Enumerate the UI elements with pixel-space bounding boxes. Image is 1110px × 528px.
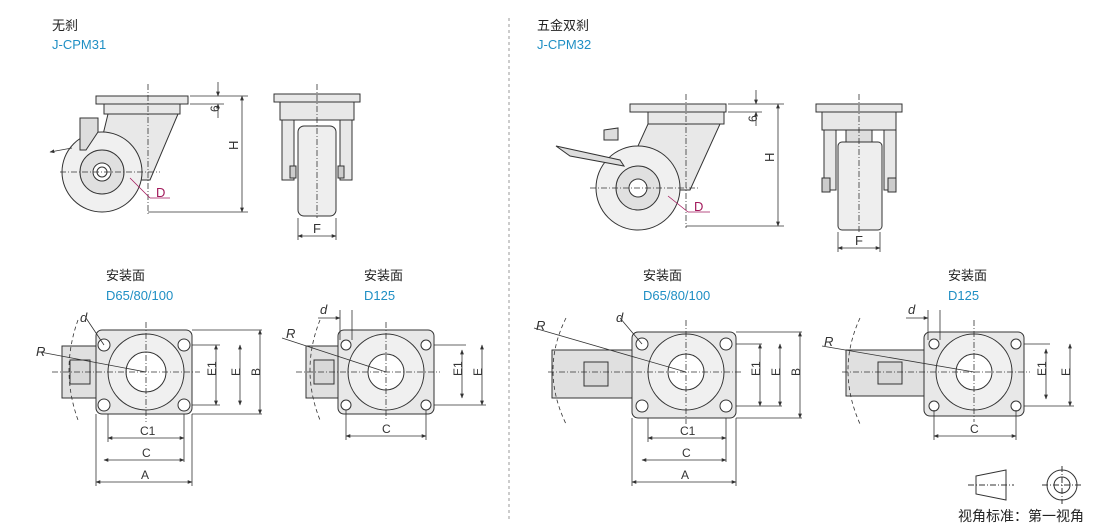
right-model: J-CPM32 xyxy=(537,37,592,52)
left-dim-h: H xyxy=(226,141,241,150)
left-mount-small-dims xyxy=(39,317,262,486)
right-dim-e: E xyxy=(769,368,783,376)
left-large-dim-c: C xyxy=(382,422,391,436)
left-dim-a: A xyxy=(141,468,149,482)
right-dim-d: D xyxy=(694,199,703,214)
right-dim-f: F xyxy=(855,233,863,248)
first-angle-projection-icon xyxy=(968,466,1082,504)
right-dim-d-small: d xyxy=(616,310,624,325)
right-mount-small-dims xyxy=(533,317,802,486)
left-side-view xyxy=(61,95,189,213)
right-dim-h: H xyxy=(762,153,777,162)
right-mount-small-drawing xyxy=(551,331,737,419)
left-dim-r: R xyxy=(36,344,45,359)
right-front-view xyxy=(815,103,903,231)
left-large-dim-r: R xyxy=(286,326,295,341)
left-dim-d: D xyxy=(156,185,165,200)
right-mount-large-sizes: D125 xyxy=(948,288,980,303)
right-dim-c1: C1 xyxy=(680,424,696,438)
left-dim-b: B xyxy=(249,368,263,376)
left-large-dim-e1: E1 xyxy=(451,361,465,376)
left-large-dim-d: d xyxy=(320,302,328,317)
right-side-dims xyxy=(590,90,784,228)
right-large-dim-c: C xyxy=(970,422,979,436)
right-large-dim-e: E xyxy=(1059,368,1073,376)
right-dim-e1: E1 xyxy=(749,361,763,376)
left-dim-e: E xyxy=(229,368,243,376)
right-front-dims xyxy=(837,94,881,252)
left-mount-large-dims xyxy=(281,310,486,440)
right-dim-a: A xyxy=(681,468,689,482)
left-mount-small-title: 安装面 xyxy=(106,268,146,283)
right-dim-b: B xyxy=(789,368,803,376)
right-large-dim-e1: E1 xyxy=(1035,361,1049,376)
right-large-dim-d: d xyxy=(908,302,916,317)
right-mount-small-sizes: D65/80/100 xyxy=(643,288,711,303)
left-mount-small-sizes: D65/80/100 xyxy=(106,288,174,303)
right-mount-large-title: 安装面 xyxy=(948,268,988,283)
right-mount-large-drawing xyxy=(845,331,1025,417)
left-large-dim-e: E xyxy=(471,368,485,376)
right-dim-r: R xyxy=(536,318,545,333)
left-dim-c1: C1 xyxy=(140,424,156,438)
left-mount-large-title: 安装面 xyxy=(364,268,404,283)
right-title: 五金双刹 xyxy=(537,18,590,33)
view-standard-label: 视角标准：第一视角 xyxy=(958,508,1084,524)
left-dim-d-small: d xyxy=(80,310,88,325)
left-dim-e1: E1 xyxy=(205,361,219,376)
right-dim-6: 6 xyxy=(746,115,760,122)
right-mount-small-title: 安装面 xyxy=(643,268,683,283)
left-title: 无刹 xyxy=(52,18,79,33)
left-side-dims xyxy=(49,82,248,214)
right-mount-large-dims xyxy=(821,310,1074,440)
right-large-dim-r: R xyxy=(824,334,833,349)
left-front-dims xyxy=(297,84,337,240)
left-model: J-CPM31 xyxy=(52,37,107,52)
left-dim-c: C xyxy=(142,446,151,460)
left-dim-f: F xyxy=(313,221,321,236)
right-dim-c: C xyxy=(682,446,691,460)
left-dim-6: 6 xyxy=(208,105,222,112)
left-mount-large-sizes: D125 xyxy=(364,288,396,303)
